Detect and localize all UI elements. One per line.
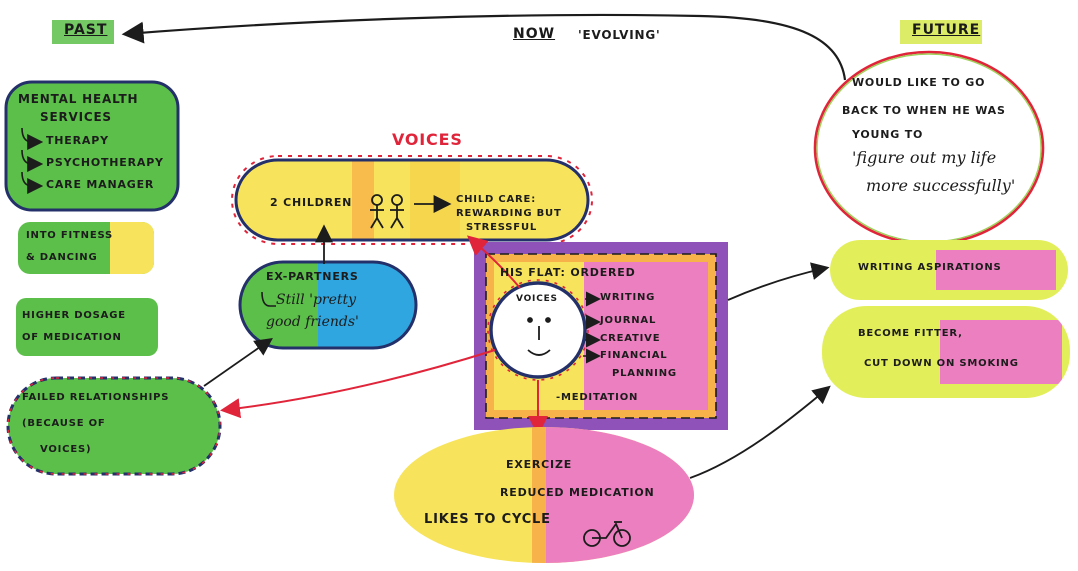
failed-line-2: (BECAUSE OF [22,418,106,429]
ex-partners-line-3: good friends' [266,314,359,330]
go-back-line-5: more successfully' [866,176,1016,195]
fitness-line-2: & DANCING [26,252,98,263]
now-header: NOW [513,26,556,42]
mental-health-item-therapy: THERAPY [46,134,109,147]
flat-item-planning: PLANNING [612,368,677,379]
flat-box-inner-pink [584,262,708,410]
go-back-line-3: YOUNG TO [852,128,924,141]
psychotherapy-hook [21,149,44,172]
face-voices-label: VOICES [516,294,558,304]
fitter-line-1: BECOME FITTER, [858,328,963,339]
face-features [527,317,551,356]
flat-box-dashed [485,253,717,419]
therapy-hook [21,127,44,150]
flat-item-financial: FINANCIAL [600,350,668,361]
writing-aspirations-label: WRITING ASPIRATIONS [858,262,1002,273]
mental-health-title-2: SERVICES [40,110,112,124]
flat-title: HIS FLAT: ORDERED [500,266,636,279]
childcare-line-3: STRESSFUL [466,222,538,233]
failed-line-1: FAILED RELATIONSHIPS [22,392,170,403]
ex-partners-box [240,262,416,348]
children-voices-border [234,158,590,242]
fitness-box [18,222,154,274]
children-label: 2 CHILDREN [270,196,353,209]
exercise-to-fitter-arrow [689,385,831,479]
failed-line-3: VOICES) [40,444,92,455]
future-to-past-arrow [121,13,847,81]
childcare-line-2: REWARDING BUT [456,208,562,219]
failed-to-ex-arrow [203,337,273,387]
ex-partners-line-2: Still 'pretty [276,292,357,308]
bicycle-icon [583,521,631,547]
voices-to-children-arrow [466,235,521,289]
ex-partners-border [238,260,418,350]
go-back-line-4: 'figure out my life [852,148,997,167]
medication-box [16,298,158,356]
past-header-highlight [52,20,114,44]
stick-figures-icon [370,194,404,229]
flat-item-creative: CREATIVE [600,333,661,344]
fitness-line-1: INTO FITNESS [26,230,114,241]
medication-line-1: HIGHER DOSAGE [22,310,126,321]
become-fitter-box [822,306,1070,398]
face-item-arrows [583,291,601,364]
childcare-line-1: CHILD CARE: [456,194,536,205]
mental-health-item-care-manager: CARE MANAGER [46,178,155,191]
future-header-highlight [900,20,982,44]
evolving-label: 'EVOLVING' [578,28,661,42]
children-zigzag-border [231,155,593,245]
mental-health-title-1: MENTAL HEALTH [18,92,139,106]
mental-health-item-psychotherapy: PSYCHOTHERAPY [46,156,164,169]
exercise-line-3: LIKES TO CYCLE [424,512,551,527]
face-icon [489,281,587,379]
mental-health-box [4,80,180,212]
care-manager-hook [21,171,44,194]
face-voices-ring [487,279,589,381]
medication-line-2: OF MEDICATION [22,332,122,343]
ex-partners-hook [261,291,276,307]
writing-aspirations-box [830,240,1068,300]
voices-label: VOICES [392,130,463,149]
voices-to-failed-arrow [220,349,496,419]
go-back-line-1: WOULD LIKE TO GO [852,76,986,89]
flat-item-journal: JOURNAL [600,315,657,326]
ex-partners-title: EX-PARTNERS [266,270,359,283]
flat-item-writing: WRITING [600,292,656,303]
future-header: FUTURE [912,22,981,38]
failed-relationships-voices-border [7,377,221,475]
flat-meditation: -MEDITATION [556,392,639,403]
fitter-line-2: CUT DOWN ON SMOKING [864,358,1019,369]
flat-to-writing-arrow [727,262,830,301]
exercise-line-2: REDUCED MEDICATION [500,486,655,499]
exercise-line-1: EXERCIZE [506,458,573,471]
past-header: PAST [64,22,108,38]
go-back-line-2: BACK TO WHEN HE WAS [842,104,1006,117]
